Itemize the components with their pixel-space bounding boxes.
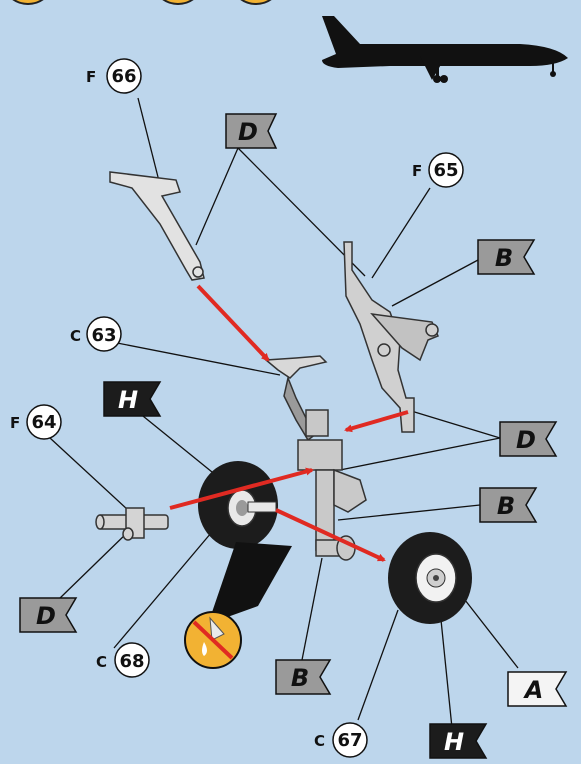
svg-text:D: D bbox=[516, 426, 536, 454]
callout-f66: F 66 bbox=[86, 58, 142, 94]
svg-text:B: B bbox=[497, 492, 515, 520]
svg-text:H: H bbox=[444, 728, 464, 756]
svg-text:63: 63 bbox=[91, 325, 116, 346]
flag-b-upper: B bbox=[477, 239, 536, 275]
svg-text:64: 64 bbox=[31, 412, 56, 433]
svg-text:F: F bbox=[412, 162, 422, 180]
svg-text:66: 66 bbox=[111, 66, 136, 87]
svg-text:D: D bbox=[238, 118, 258, 146]
no-oil-warning-icon bbox=[184, 611, 242, 669]
flag-d-left: D bbox=[19, 597, 78, 633]
airplane-icon bbox=[322, 16, 568, 83]
upper-strut-part-65 bbox=[343, 241, 439, 433]
svg-text:F: F bbox=[10, 414, 20, 432]
flag-b-bottom: B bbox=[275, 659, 332, 695]
callout-f65: F 65 bbox=[412, 152, 464, 188]
callout-c63: C 63 bbox=[70, 316, 122, 352]
svg-text:D: D bbox=[36, 602, 56, 630]
wheel-part-67 bbox=[388, 532, 472, 624]
svg-text:C: C bbox=[70, 327, 81, 345]
svg-text:B: B bbox=[291, 664, 309, 692]
flag-h-bottom: H bbox=[429, 723, 488, 759]
svg-text:C: C bbox=[96, 653, 107, 671]
top-warning-icons bbox=[12, 0, 272, 5]
axle-part-64 bbox=[95, 507, 169, 541]
upper-link-part-63 bbox=[264, 355, 329, 442]
main-strut bbox=[297, 439, 367, 561]
callout-c67: C 67 bbox=[314, 722, 368, 758]
svg-text:C: C bbox=[314, 732, 325, 750]
flag-a-bottom: A bbox=[507, 671, 568, 707]
callout-c68: C 68 bbox=[96, 642, 150, 678]
svg-text:65: 65 bbox=[433, 160, 458, 181]
svg-text:A: A bbox=[523, 676, 544, 704]
svg-text:67: 67 bbox=[337, 730, 362, 751]
svg-text:68: 68 bbox=[119, 651, 144, 672]
assembly-arrows bbox=[169, 284, 409, 562]
leader-lines bbox=[49, 97, 519, 729]
callout-f64: F 64 bbox=[10, 404, 62, 440]
flag-b-mid: B bbox=[479, 487, 538, 523]
svg-text:B: B bbox=[495, 244, 513, 272]
flag-d-top: D bbox=[225, 113, 278, 149]
torque-link-part-66 bbox=[109, 171, 205, 281]
svg-text:F: F bbox=[86, 68, 96, 86]
flag-h-left: H bbox=[103, 381, 162, 417]
callout-cone bbox=[208, 542, 292, 624]
flag-d-right: D bbox=[499, 421, 558, 457]
wheel-part-68 bbox=[198, 461, 278, 549]
svg-text:H: H bbox=[118, 386, 138, 414]
